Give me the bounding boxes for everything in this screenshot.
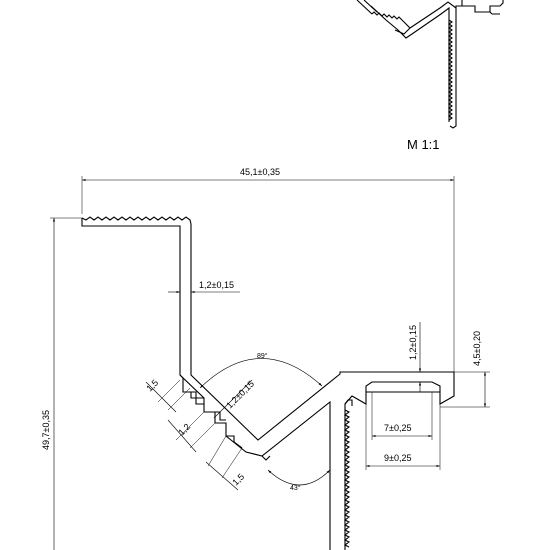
dim-step-upper-label: 1,5 — [144, 377, 160, 393]
dim-wall-vertical: 1,2±0,15 — [168, 280, 240, 294]
dim-angle-main-label: 89° — [257, 352, 268, 360]
dim-slot-inner: 7±0,25 — [371, 392, 433, 440]
dim-step-middle-label: 1,2 — [176, 421, 192, 437]
dim-wall-diagonal: 1,2±0,15 — [213, 379, 256, 419]
dim-wall-vertical-label: 1,2±0,15 — [199, 280, 234, 290]
profile-preview — [356, 0, 504, 129]
scale-label: M 1:1 — [407, 137, 440, 152]
dim-angle-lower-label: 43° — [290, 484, 301, 492]
dim-slot-outer: 9±0,25 — [365, 404, 441, 470]
dim-wall-diagonal-label: 1,2±0,15 — [224, 379, 256, 411]
dim-wall-top-label: 1,2±0,15 — [408, 325, 418, 360]
dim-overall-width-label: 45,1±0,35 — [240, 167, 280, 177]
dim-top-height-label: 4,5±0,20 — [472, 331, 482, 366]
dim-top-height: 4,5±0,20 — [440, 331, 490, 408]
dim-wall-top: 1,2±0,15 — [408, 322, 422, 392]
dim-step-lower: 1,5 — [205, 435, 246, 491]
dim-overall-height-label: 49,7±0,35 — [41, 410, 51, 450]
dim-angle-main: 89° — [199, 352, 323, 389]
dim-step-middle: 1,2 — [167, 411, 216, 453]
dim-angle-lower: 43° — [267, 469, 331, 492]
profile-main — [81, 216, 455, 550]
dim-overall-width: 45,1±0,35 — [81, 167, 455, 372]
dim-overall-height: 49,7±0,35 — [41, 217, 82, 550]
dim-slot-outer-label: 9±0,25 — [384, 453, 411, 463]
dim-slot-inner-label: 7±0,25 — [384, 423, 411, 433]
